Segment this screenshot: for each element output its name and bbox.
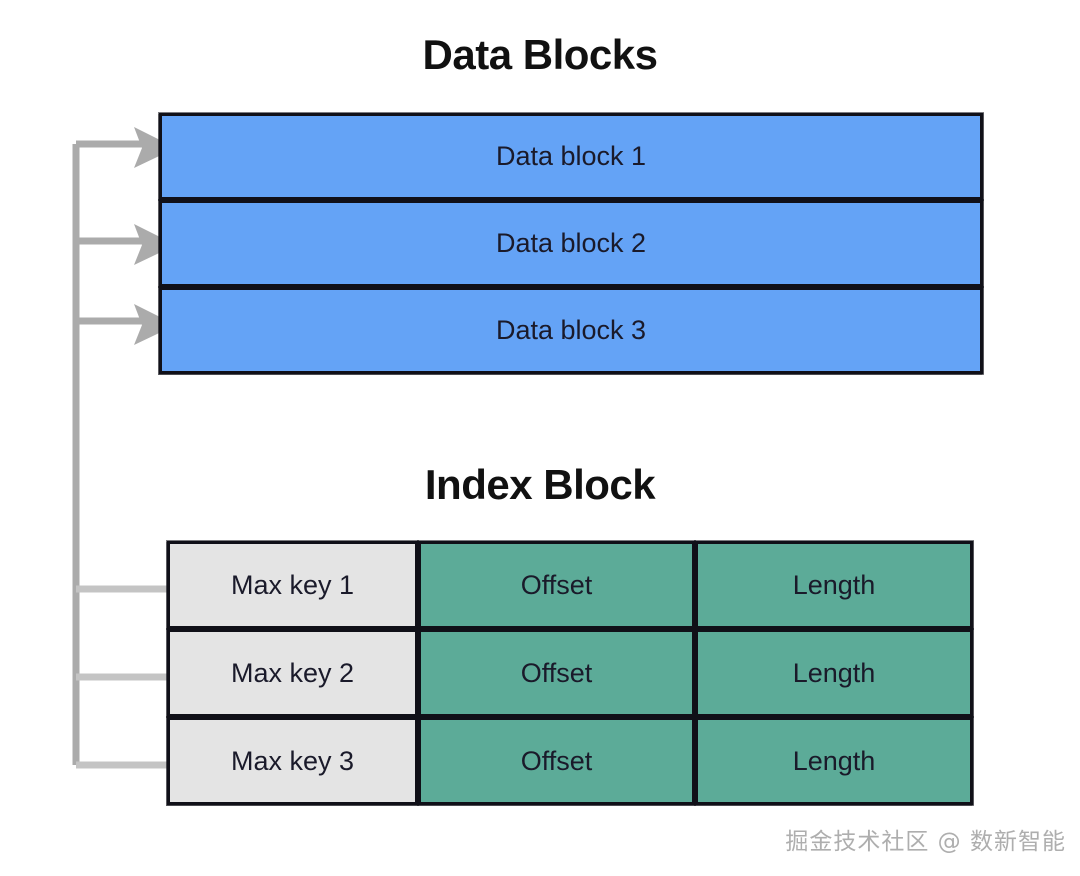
data-block-row[interactable]: Data block 3 (159, 287, 983, 374)
index-offset-cell[interactable]: Offset (418, 717, 695, 805)
index-length-cell[interactable]: Length (695, 629, 973, 717)
data-blocks-title: Data Blocks (422, 31, 658, 78)
index-block-row[interactable]: Max key 2 Offset Length (167, 629, 973, 717)
index-block-group: Max key 1 Offset Length Max key 2 Offset… (167, 541, 973, 806)
index-block-row[interactable]: Max key 1 Offset Length (167, 541, 973, 629)
index-length-cell[interactable]: Length (695, 717, 973, 805)
data-block-label: Data block 1 (495, 141, 647, 171)
data-block-row[interactable]: Data block 2 (159, 200, 983, 287)
data-block-cell[interactable]: Data block 2 (159, 200, 983, 287)
index-length-cell[interactable]: Length (695, 541, 973, 629)
index-max-key-cell[interactable]: Max key 1 (167, 541, 418, 629)
index-length-label: Length (792, 569, 876, 600)
data-blocks-group: Data block 1 Data block 2 Data block 3 (159, 113, 983, 374)
index-block-title: Index Block (424, 461, 656, 508)
index-max-key-label: Max key 1 (230, 569, 355, 600)
data-block-label: Data block 2 (495, 228, 647, 258)
data-block-cell[interactable]: Data block 3 (159, 287, 983, 374)
index-max-key-label: Max key 2 (230, 657, 355, 688)
index-length-label: Length (792, 745, 876, 776)
index-max-key-cell[interactable]: Max key 3 (167, 717, 418, 805)
index-length-label: Length (792, 657, 876, 688)
index-offset-label: Offset (520, 745, 593, 776)
index-offset-cell[interactable]: Offset (418, 541, 695, 629)
data-block-cell[interactable]: Data block 1 (159, 113, 983, 200)
index-offset-label: Offset (520, 657, 593, 688)
data-block-row[interactable]: Data block 1 (159, 113, 983, 200)
index-offset-label: Offset (520, 569, 593, 600)
data-block-label: Data block 3 (495, 315, 647, 345)
index-max-key-label: Max key 3 (230, 745, 355, 776)
index-offset-cell[interactable]: Offset (418, 629, 695, 717)
index-block-row[interactable]: Max key 3 Offset Length (167, 717, 973, 805)
index-max-key-cell[interactable]: Max key 2 (167, 629, 418, 717)
watermark-text: 掘金技术社区 @ 数新智能 (785, 829, 1066, 855)
